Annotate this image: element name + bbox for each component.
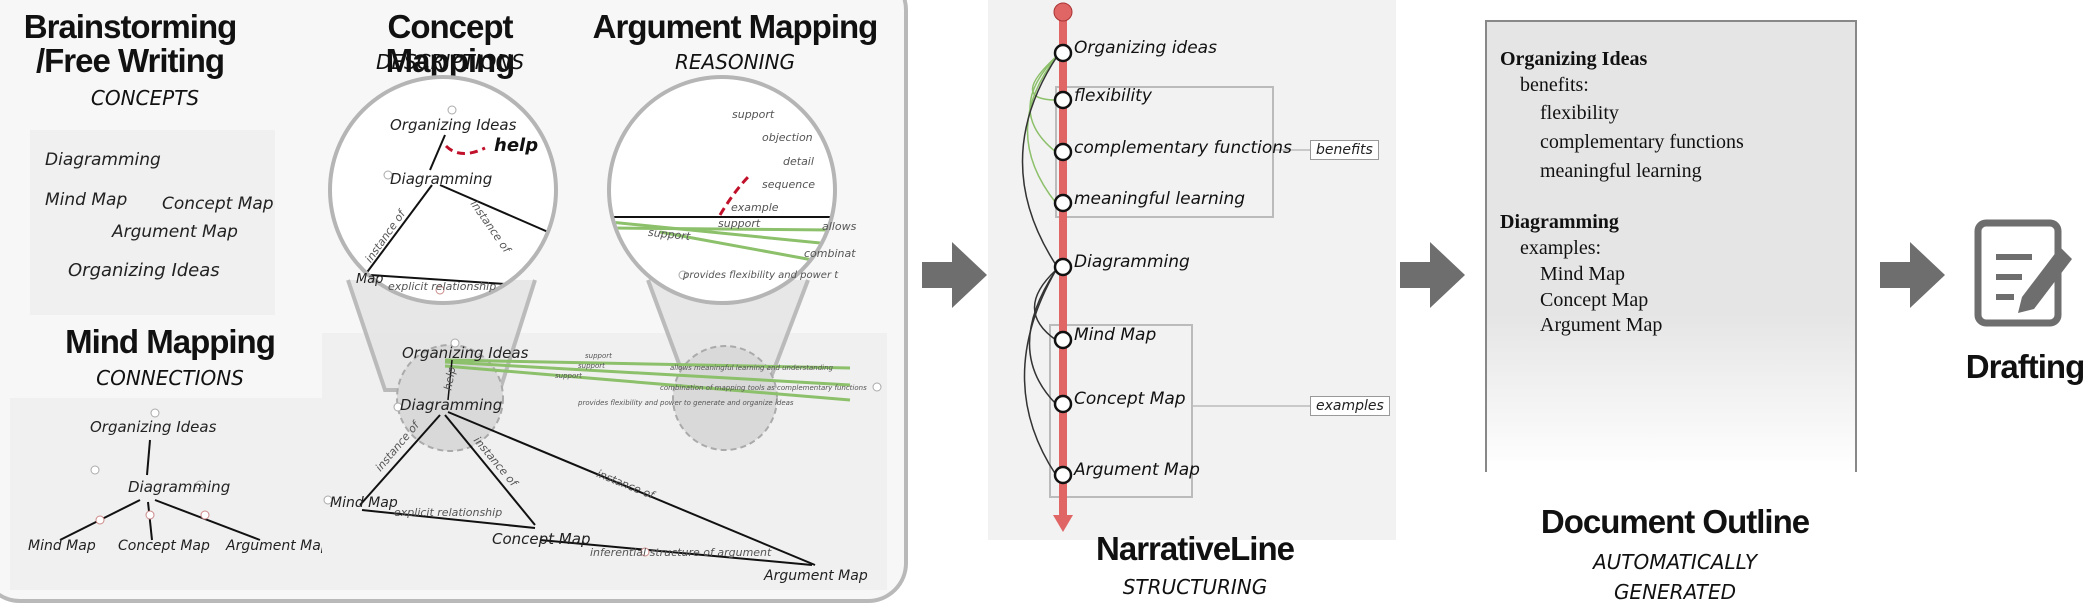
mind-node: Argument Map bbox=[226, 538, 330, 554]
mind-node: Diagramming bbox=[128, 478, 231, 496]
map-claim: combination of mapping tools as compleme… bbox=[660, 384, 867, 392]
map-edge-label: support bbox=[585, 352, 612, 360]
brainstorm-word: Argument Map bbox=[112, 222, 238, 242]
outline-item: Concept Map bbox=[1540, 289, 1649, 311]
arg-bottom-label: provides flexibility and power t bbox=[683, 270, 839, 281]
outline-label: examples: bbox=[1520, 237, 1602, 259]
narrative-item[interactable]: meaningful learning bbox=[1074, 189, 1246, 209]
arg-type-label: objection bbox=[762, 131, 813, 144]
arg-edge-label: support bbox=[718, 217, 761, 230]
concept-lens-graph bbox=[364, 105, 833, 295]
brainstorm-word: Mind Map bbox=[45, 190, 128, 210]
lens-node: Diagramming bbox=[390, 170, 493, 188]
narrative-item[interactable]: Organizing ideas bbox=[1074, 38, 1217, 58]
mind-map-card bbox=[10, 398, 322, 590]
map-claim: provides flexibility and power to genera… bbox=[578, 399, 794, 407]
arg-type-label: sequence bbox=[762, 178, 816, 191]
concept-map-edges bbox=[323, 338, 882, 566]
lens-edge-label: explicit relationship bbox=[388, 280, 497, 293]
outline-subtitle: AUTOMATICALLY bbox=[1592, 550, 1758, 574]
mind-map-edges bbox=[59, 408, 261, 541]
brainstorming-card bbox=[30, 130, 275, 315]
narrative-tag-benefits[interactable]: benefits bbox=[1310, 140, 1379, 160]
arg-type-label: support bbox=[732, 108, 775, 121]
arg-type-label: example bbox=[731, 201, 779, 214]
map-edge-label: inferential structure of argument bbox=[590, 546, 772, 559]
brainstorm-word: Organizing Ideas bbox=[68, 260, 220, 281]
narrative-item[interactable]: flexibility bbox=[1074, 86, 1152, 106]
outline-item: meaningful learning bbox=[1540, 160, 1702, 182]
map-node: Concept Map bbox=[492, 530, 591, 548]
map-node: Organizing Ideas bbox=[402, 344, 529, 362]
drafting-title: Drafting bbox=[1965, 348, 2086, 385]
map-node: Diagramming bbox=[400, 396, 503, 414]
lens-node: Organizing Ideas bbox=[390, 116, 517, 134]
narrative-item[interactable]: Mind Map bbox=[1074, 325, 1157, 345]
lens-node: Map bbox=[356, 272, 384, 287]
brainstorm-word: Concept Map bbox=[162, 194, 274, 214]
document-edit-icon bbox=[1974, 219, 2072, 327]
outline-item: complementary functions bbox=[1540, 131, 1744, 153]
mind-node: Organizing Ideas bbox=[90, 418, 217, 436]
mind-node: Mind Map bbox=[28, 538, 96, 554]
map-claim: allows meaningful learning and understan… bbox=[670, 364, 833, 372]
outline-item: Argument Map bbox=[1540, 314, 1663, 336]
arg-right-label: allows bbox=[822, 220, 857, 233]
arg-right-label: combinat bbox=[804, 247, 856, 260]
concept-mapping-title: Concept Mapping bbox=[385, 8, 516, 79]
concept-mapping-subtitle: DESCRIPTIONS bbox=[375, 50, 525, 74]
argument-mapping-title: Argument Mapping bbox=[592, 8, 879, 45]
outline-panel bbox=[1485, 20, 1857, 472]
outline-subtitle: GENERATED bbox=[1613, 580, 1737, 604]
brainstorming-subtitle: CONCEPTS bbox=[90, 86, 200, 110]
narrative-tag-examples[interactable]: examples bbox=[1310, 396, 1390, 416]
narrative-item[interactable]: Argument Map bbox=[1074, 460, 1200, 480]
narrative-item[interactable]: Concept Map bbox=[1074, 389, 1186, 409]
arg-type-label: detail bbox=[783, 155, 814, 168]
mind-mapping-subtitle: CONNECTIONS bbox=[96, 366, 244, 390]
mind-mapping-title: Mind Mapping bbox=[65, 323, 276, 360]
narrative-graph bbox=[1021, 2, 1310, 532]
map-edge-label: explicit relationship bbox=[394, 506, 503, 519]
narrative-item[interactable]: complementary functions bbox=[1074, 138, 1292, 158]
outline-heading: Organizing Ideas bbox=[1500, 48, 1648, 70]
mind-node: Concept Map bbox=[118, 538, 210, 554]
narrativeline-title: NarrativeLine bbox=[1096, 530, 1295, 567]
narrativeline-subtitle: STRUCTURING bbox=[1122, 575, 1268, 599]
map-edge-label: support bbox=[578, 362, 605, 370]
map-edge-label: support bbox=[555, 372, 582, 380]
narrative-item[interactable]: Diagramming bbox=[1074, 252, 1190, 272]
outline-label: benefits: bbox=[1520, 74, 1589, 96]
argument-mapping-subtitle: REASONING bbox=[675, 50, 795, 74]
brainstorming-title: Brainstorming /Free Writing bbox=[23, 8, 238, 79]
brainstorm-word: Diagramming bbox=[45, 150, 161, 170]
outline-item: flexibility bbox=[1540, 102, 1619, 124]
lens-help-label: help bbox=[494, 135, 539, 156]
outline-item: Mind Map bbox=[1540, 263, 1625, 285]
outline-title: Document Outline bbox=[1540, 503, 1810, 540]
outline-heading: Diagramming bbox=[1500, 211, 1619, 233]
map-node: Mind Map bbox=[330, 495, 398, 511]
map-node: Argument Map bbox=[764, 568, 868, 584]
zoom-lenses bbox=[328, 75, 837, 452]
